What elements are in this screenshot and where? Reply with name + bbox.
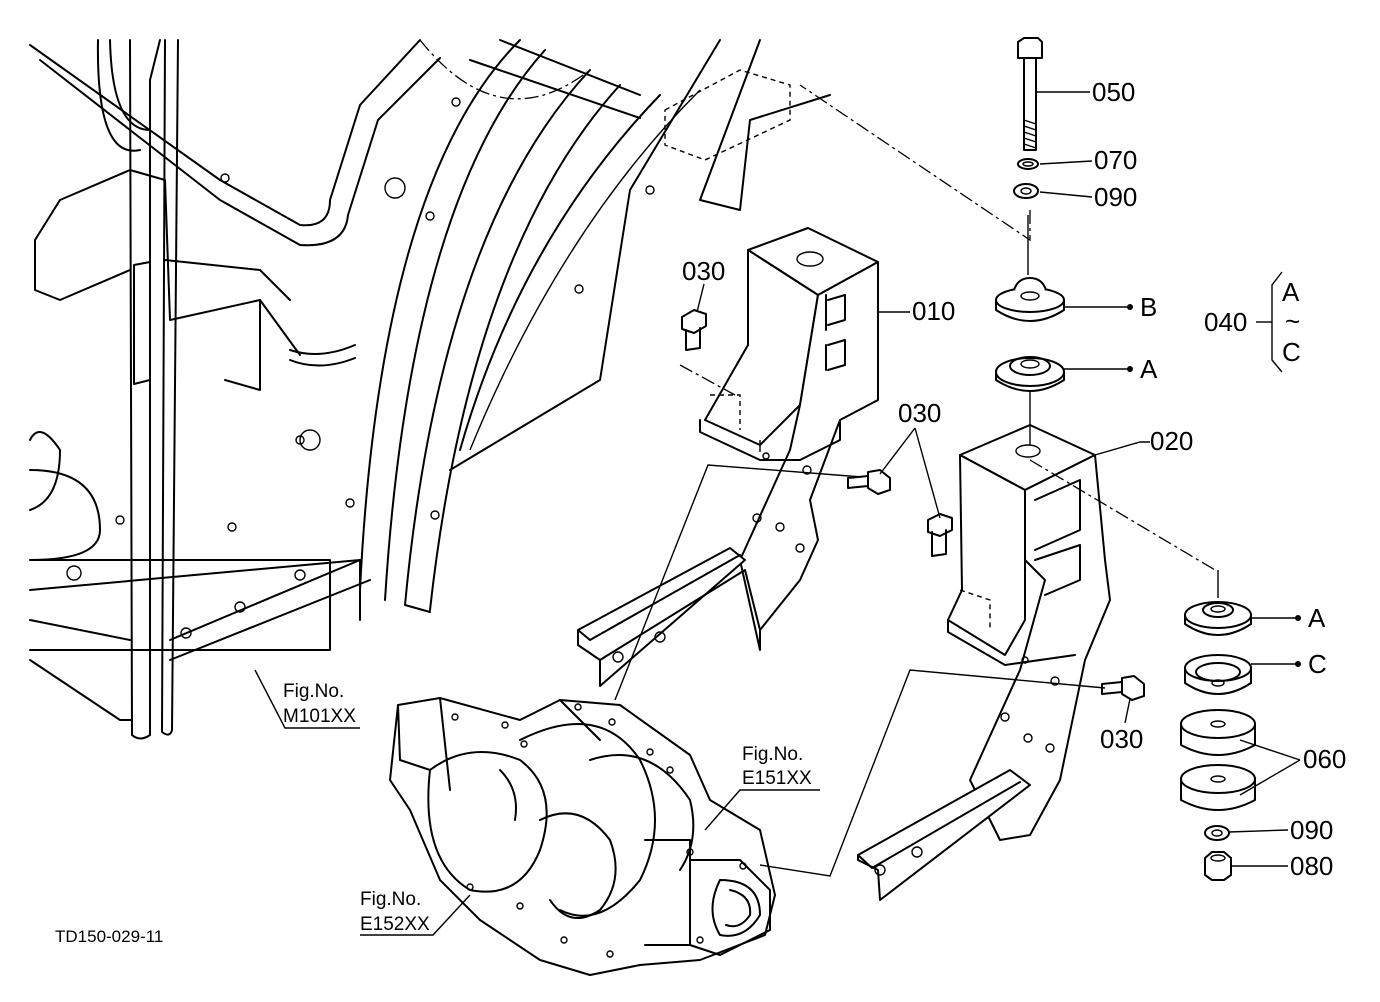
bolt-030-mid	[847, 469, 891, 495]
bolt-030-lower-a	[927, 513, 953, 557]
fig-ref-m101[interactable]: Fig.No. M101XX	[254, 669, 360, 729]
nut-080	[1204, 851, 1232, 881]
tractor-frame	[29, 39, 831, 740]
label-070[interactable]: 070	[1094, 145, 1137, 175]
label-variant-b-top[interactable]: B	[1140, 292, 1157, 322]
callout-dot-c-bottom	[1295, 661, 1301, 667]
bolt-050	[1017, 37, 1043, 151]
fig-ref-m101-line2: M101XX	[283, 706, 356, 727]
spacer-060-upper	[1180, 709, 1256, 756]
bracket-020	[857, 424, 1111, 901]
label-040-group[interactable]: 040 A ~ C	[1204, 271, 1301, 373]
bracket-010	[577, 227, 879, 687]
fig-ref-e152-line1: Fig.No.	[360, 889, 421, 910]
rubber-mount-a-bottom	[1184, 601, 1252, 636]
label-020[interactable]: 020	[1150, 426, 1193, 456]
label-040-range-sep: ~	[1285, 306, 1300, 336]
spring-washer-070	[1017, 158, 1039, 170]
label-080[interactable]: 080	[1290, 851, 1333, 881]
rubber-mount-b-top	[995, 277, 1065, 322]
label-030-middle[interactable]: 030	[898, 398, 941, 428]
callout-dot-a-bottom	[1295, 615, 1301, 621]
label-variant-c-bottom[interactable]: C	[1308, 649, 1327, 679]
callout-dot-a-top	[1127, 366, 1133, 372]
label-060[interactable]: 060	[1303, 744, 1346, 774]
label-030-upper[interactable]: 030	[682, 256, 725, 286]
fig-ref-e151-line1: Fig.No.	[742, 744, 803, 765]
label-030-lower[interactable]: 030	[1100, 724, 1143, 754]
label-010[interactable]: 010	[912, 296, 955, 326]
label-050[interactable]: 050	[1092, 77, 1135, 107]
fig-ref-e152[interactable]: Fig.No. E152XX	[360, 889, 471, 936]
label-040-range-from: A	[1282, 277, 1300, 307]
bolt-030-lower-b	[1101, 675, 1145, 701]
label-variant-a-bottom[interactable]: A	[1308, 603, 1326, 633]
label-090-bottom[interactable]: 090	[1290, 815, 1333, 845]
label-090-top[interactable]: 090	[1094, 182, 1137, 212]
drawing-id: TD150-029-11	[55, 927, 163, 946]
label-040[interactable]: 040	[1204, 307, 1247, 337]
rear-axle-housing	[389, 697, 776, 976]
label-variant-a-top[interactable]: A	[1140, 354, 1158, 384]
washer-090-top	[1013, 183, 1039, 199]
fig-ref-m101-line1: Fig.No.	[283, 681, 344, 702]
bolt-030-upper	[681, 309, 707, 351]
fig-ref-e152-line2: E152XX	[360, 914, 430, 935]
rubber-mount-a-top	[995, 356, 1065, 392]
fig-ref-e151[interactable]: Fig.No. E151XX	[704, 744, 820, 831]
rubber-mount-c-bottom	[1184, 654, 1252, 695]
spacer-060-lower	[1180, 764, 1256, 811]
fig-ref-e151-line2: E151XX	[742, 768, 812, 789]
label-040-range-to: C	[1282, 337, 1301, 367]
callout-dot-b	[1127, 304, 1133, 310]
washer-090-bottom	[1204, 825, 1230, 841]
